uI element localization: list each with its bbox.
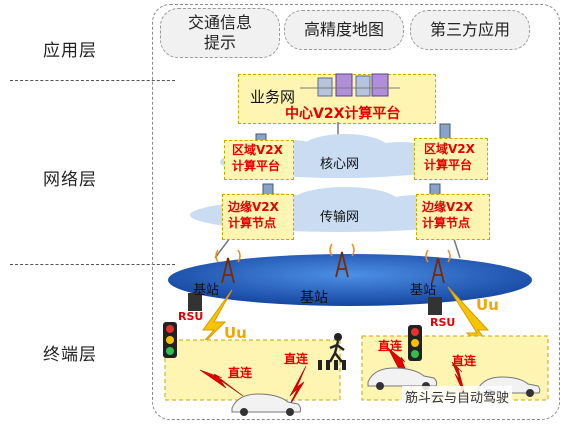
app-hd-map-label: 高精度地图 <box>303 20 384 39</box>
region-left-label: 区域V2X 计算平台 <box>232 143 283 174</box>
region-right-label: 区域V2X 计算平台 <box>424 142 475 173</box>
direct-link-2-label: 直连 <box>284 352 309 366</box>
base-station-3-label: 基站 <box>410 283 437 298</box>
layer-label-terminal: 终端层 <box>43 345 97 365</box>
layer-label-network: 网络层 <box>43 170 97 190</box>
uu-left-label: Uu <box>224 324 247 342</box>
transport-network-label: 传输网 <box>320 210 360 225</box>
base-station-1-label: 基站 <box>193 283 220 298</box>
layer-label-application: 应用层 <box>43 41 97 61</box>
layer-divider-bottom <box>10 264 175 265</box>
edge-left-box <box>222 194 294 240</box>
rsu-left-label: RSU <box>178 310 204 323</box>
rsu-right-label: RSU <box>430 316 456 329</box>
app-hd-map: 高精度地图 <box>284 10 404 50</box>
layer-divider-top <box>10 80 175 81</box>
base-station-2-label: 基站 <box>300 290 328 306</box>
system-boundary <box>152 4 560 420</box>
app-traffic-info-label: 交通信息 提示 <box>187 13 252 52</box>
edge-left-label: 边缘V2X 计算节点 <box>228 200 279 231</box>
app-third-party: 第三方应用 <box>410 10 530 50</box>
watermark-label: 筋斗云与自动驾驶 <box>402 386 513 407</box>
edge-right-box <box>416 194 490 240</box>
app-third-party-label: 第三方应用 <box>429 20 510 39</box>
center-platform-label: 中心V2X计算平台 <box>285 106 401 122</box>
direct-link-1-label: 直连 <box>228 366 253 380</box>
core-network-label: 核心网 <box>320 157 360 172</box>
region-right-box <box>414 138 488 180</box>
business-net-label: 业务网 <box>250 88 296 106</box>
region-left-box <box>224 140 294 180</box>
direct-link-3-label: 直连 <box>378 339 403 353</box>
edge-right-label: 边缘V2X 计算节点 <box>422 200 473 231</box>
direct-link-4-label: 直连 <box>452 354 477 368</box>
app-traffic-info: 交通信息 提示 <box>160 8 280 58</box>
uu-right-label: Uu <box>476 296 499 314</box>
